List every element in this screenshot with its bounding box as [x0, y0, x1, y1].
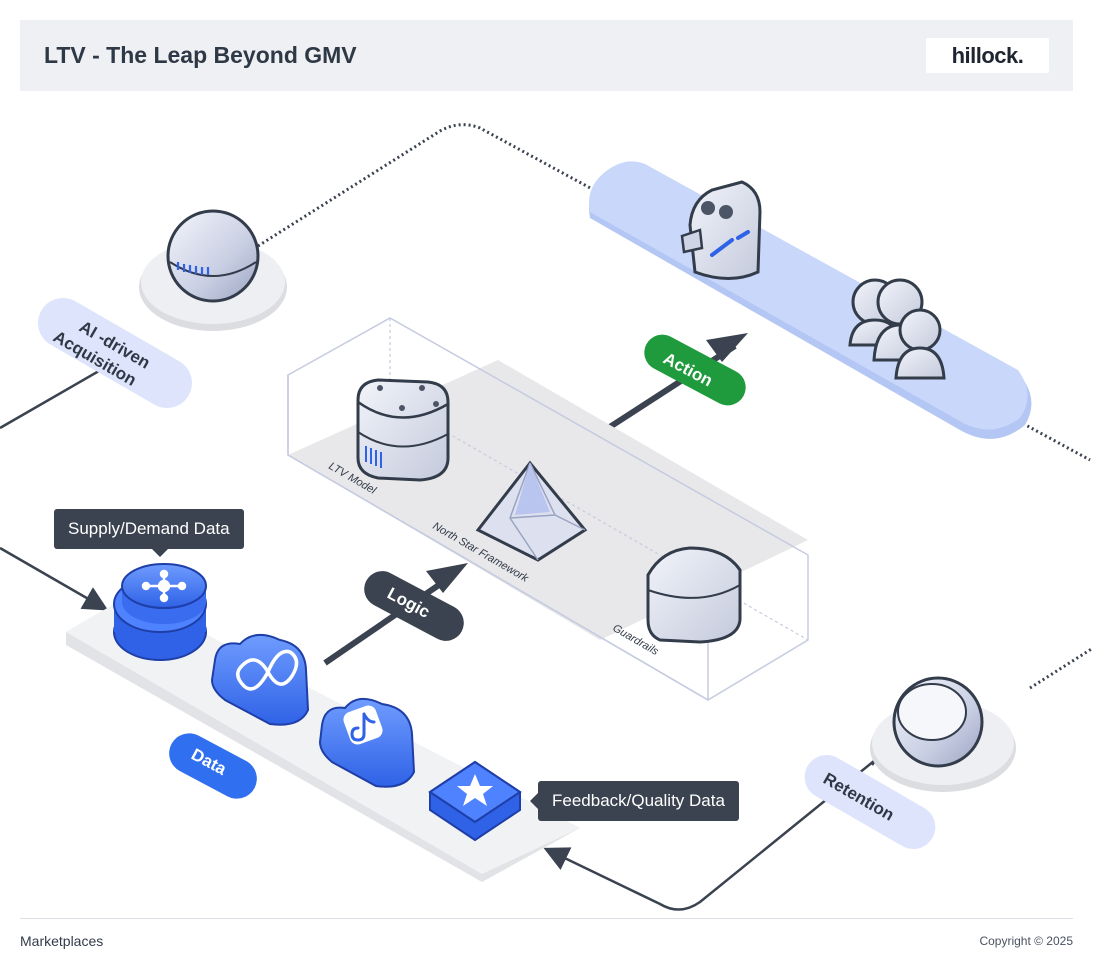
- acquisition-node: [139, 209, 287, 331]
- retention-node: [870, 676, 1016, 792]
- pyramid-icon: [475, 460, 588, 562]
- users-group-icon: [848, 278, 946, 380]
- action-connector: Action: [600, 333, 748, 435]
- footer-copyright: Copyright © 2025: [979, 934, 1073, 948]
- meta-cloud-icon: [210, 633, 310, 726]
- footer-section-label: Marketplaces: [20, 933, 104, 949]
- supply-demand-callout: Supply/Demand Data: [54, 509, 244, 557]
- server-cube-icon: [356, 378, 450, 482]
- sphere-node-icon: [166, 209, 260, 303]
- brand-logo: hillock.: [926, 38, 1049, 73]
- logic-connector: Logic: [323, 563, 468, 666]
- hub-coin-stack-icon: [113, 563, 207, 661]
- header-bar: LTV - The Leap Beyond GMV hillock.: [20, 20, 1073, 91]
- star-cube-icon: [428, 760, 522, 842]
- feedback-quality-callout: Feedback/Quality Data: [530, 781, 739, 821]
- footer-divider: [20, 918, 1073, 919]
- cylinder-icon: [646, 546, 742, 644]
- data-pill: Data: [169, 733, 260, 806]
- sphere-node-icon: [892, 676, 984, 768]
- tiktok-cloud-icon: [318, 697, 416, 788]
- page-title: LTV - The Leap Beyond GMV: [44, 42, 357, 68]
- robot-icon: [680, 180, 762, 280]
